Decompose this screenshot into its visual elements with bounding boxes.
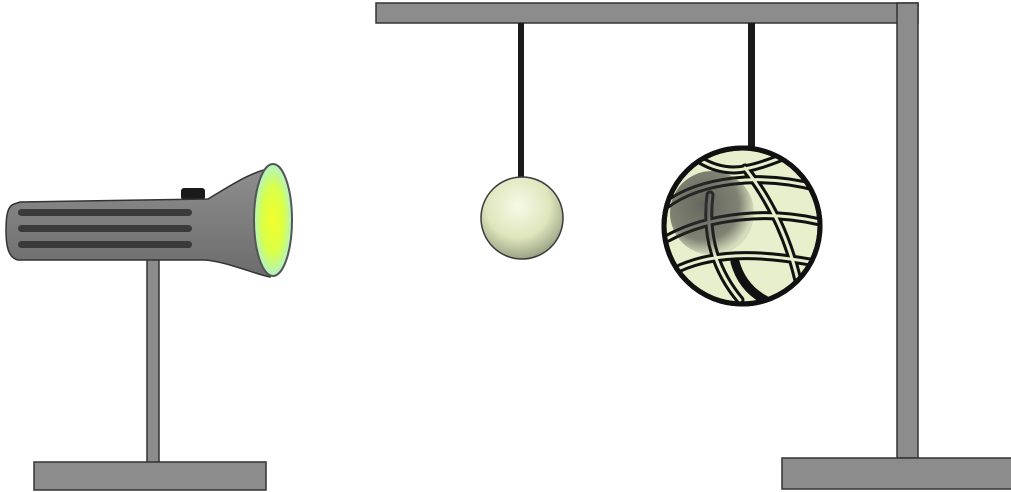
flashlight-grip-line: [18, 225, 192, 232]
frame-base: [781, 457, 1011, 490]
flashlight-icon: [5, 163, 293, 278]
flashlight-stand-base: [33, 461, 267, 491]
small-ball-icon: [480, 23, 564, 260]
flashlight-grip-line: [18, 241, 192, 248]
volleyball-shadow: [670, 171, 754, 255]
flashlight-grip-line: [18, 209, 192, 216]
volleyball-icon: [661, 23, 823, 307]
hanging-frame: [375, 2, 1011, 490]
small-ball-string: [518, 23, 524, 179]
volleyball-string: [748, 23, 755, 153]
frame-top-bar: [375, 2, 919, 24]
flashlight-body: [5, 167, 273, 278]
flashlight-switch: [181, 188, 205, 200]
flashlight-stand: [33, 251, 267, 491]
frame-post: [896, 2, 919, 459]
flashlight-stand-pole: [146, 251, 160, 466]
small-ball: [480, 176, 564, 260]
volleyball-rim: [661, 145, 823, 307]
flashlight-lens: [253, 163, 293, 277]
